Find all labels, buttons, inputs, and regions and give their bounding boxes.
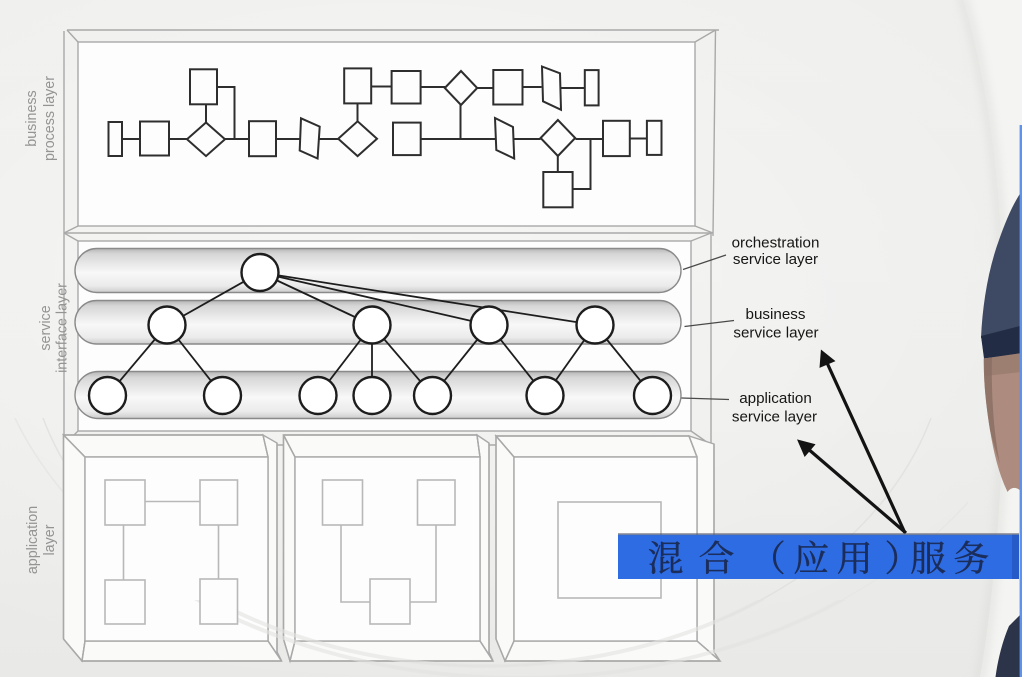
svg-text:business: business	[746, 306, 806, 323]
svg-text:process layer: process layer	[42, 76, 58, 161]
svg-text:service: service	[38, 305, 54, 350]
svg-text:application: application	[25, 506, 41, 574]
svg-text:orchestration: orchestration	[732, 235, 820, 252]
svg-text:service layer: service layer	[733, 251, 818, 268]
svg-text:application: application	[739, 390, 812, 407]
svg-text:interface layer: interface layer	[55, 283, 71, 373]
svg-text:business: business	[24, 90, 40, 146]
svg-text:service layer: service layer	[733, 325, 818, 342]
svg-text:layer: layer	[42, 524, 58, 555]
svg-text:service layer: service layer	[732, 409, 817, 426]
